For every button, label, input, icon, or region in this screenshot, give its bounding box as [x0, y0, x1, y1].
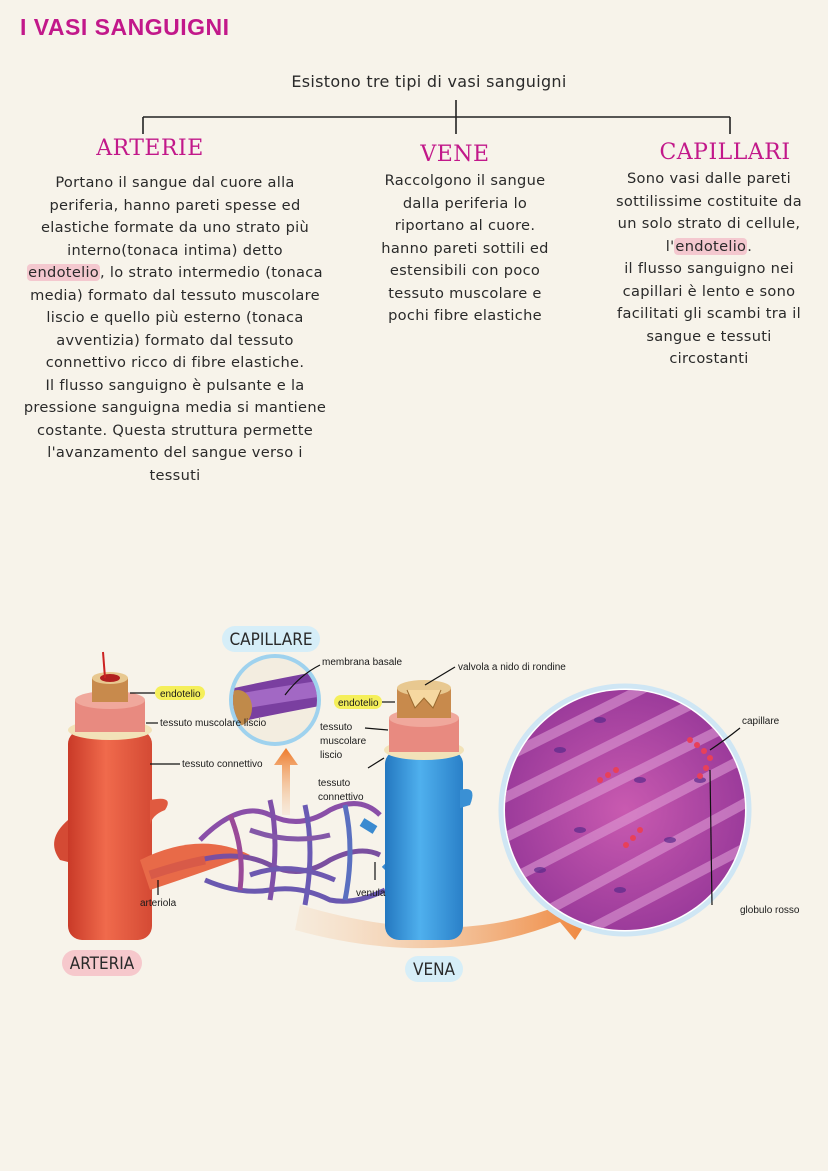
label-endotelio-vena: endotelio — [338, 698, 379, 709]
endotelio-arteria-highlight — [155, 686, 205, 700]
text-line: avventizia) formato dal tessuto — [56, 331, 294, 349]
text-line: endotelio, lo strato intermedio (tonaca — [6, 262, 344, 285]
text-line: estensibili con poco — [389, 262, 541, 279]
text-line: tessuti — [149, 466, 201, 484]
endotelio-vena-highlight — [334, 695, 382, 709]
vene-title: VENE — [420, 142, 490, 167]
label-connettivo-arteria: tessuto connettivo — [182, 759, 263, 770]
text-line: sangue e tessuti — [646, 327, 772, 345]
capillary-inset — [229, 654, 321, 746]
flow-arrow — [295, 885, 610, 949]
label-muscolare-vena-1: tessuto — [320, 722, 353, 733]
text-fragment: . — [747, 237, 753, 255]
capillari-text: Sono vasi dalle pareti sottilissime cost… — [596, 168, 822, 371]
label-endotelio-arteria: endotelio — [160, 689, 201, 700]
label-muscolare-arteria: tessuto muscolare liscio — [160, 718, 267, 729]
text-line: Il flusso sanguigno è pulsante e la — [45, 376, 305, 394]
label-muscolare-vena-2: muscolare — [320, 736, 367, 747]
text-line: media) formato dal tessuto muscolare — [30, 286, 320, 304]
vene-text: Raccolgono il sangue dalla periferia lo … — [355, 170, 575, 328]
text-line: riportano al cuore. — [394, 217, 536, 234]
text-line: hanno pareti sottili ed — [381, 239, 549, 257]
capillare-badge — [222, 626, 320, 652]
text-line: facilitati gli scambi tra il — [617, 305, 801, 322]
intro-text: Esistono tre tipi di vasi sanguigni — [291, 72, 567, 91]
text-line: capillari è lento e sono — [622, 282, 796, 300]
text-fragment: , lo strato intermedio (tonaca — [100, 264, 323, 281]
text-line: elastiche formate da uno strato più — [40, 219, 310, 236]
text-line: l'avanzamento del sangue verso i — [47, 444, 303, 461]
tree-connector — [142, 100, 731, 134]
text-line: Sono vasi dalle pareti — [626, 170, 792, 187]
arteria-badge — [62, 950, 142, 976]
capillary-network — [148, 799, 406, 906]
text-line: sottilissime costituite da — [616, 192, 802, 210]
arteria-label: ARTERIA — [70, 954, 135, 974]
endotelio-highlight: endotelio — [674, 237, 748, 255]
label-globulo-rosso: globulo rosso — [740, 905, 800, 916]
vena-label: VENA — [413, 960, 456, 980]
text-line: un solo strato di cellule, — [617, 215, 801, 232]
capillare-title-label: CAPILLARE — [229, 630, 312, 650]
arterie-text: Portano il sangue dal cuore alla perifer… — [6, 172, 344, 487]
text-line: dalla periferia lo — [402, 194, 528, 212]
text-line: interno(tonaca intima) detto — [67, 241, 283, 259]
capillari-title: CAPILLARI — [659, 140, 791, 165]
label-connettivo-vena-1: tessuto — [318, 778, 351, 789]
endotelio-highlight: endotelio — [27, 264, 101, 281]
text-line: Portano il sangue dal cuore alla — [55, 174, 295, 191]
text-line: il flusso sanguigno nei — [624, 260, 794, 277]
text-line: circostanti — [669, 350, 749, 367]
microscope-view — [498, 683, 752, 937]
text-line: costante. Questa struttura permette — [36, 421, 314, 439]
text-fragment: l' — [665, 237, 675, 255]
blood-vessel-diagram: CAPILLARE — [54, 626, 800, 982]
text-line: tessuto muscolare e — [388, 284, 542, 302]
text-line: pressione sanguigna media si mantiene — [23, 399, 327, 416]
text-line: periferia, hanno pareti spesse ed — [49, 196, 301, 214]
page-title: I VASI SANGUIGNI — [20, 14, 230, 40]
label-connettivo-vena-2: connettivo — [318, 792, 364, 803]
label-capillare-micro: capillare — [742, 716, 780, 727]
label-venula: venula — [356, 888, 386, 899]
artery-illustration — [54, 651, 250, 940]
text-line: Raccolgono il sangue — [384, 172, 546, 189]
label-membrana-basale: membrana basale — [322, 657, 402, 668]
label-muscolare-vena-3: liscio — [320, 750, 343, 761]
text-line: liscio e quello più esterno (tonaca — [46, 309, 304, 326]
vein-illustration — [384, 680, 473, 940]
text-line: pochi fibre elastiche — [388, 307, 542, 324]
upward-arrow — [274, 748, 298, 815]
text-line: l'endotelio. — [596, 236, 822, 259]
label-arteriola: arteriola — [140, 898, 177, 909]
label-leaders — [130, 664, 741, 906]
label-valvola: valvola a nido di rondine — [458, 662, 566, 673]
arterie-title: ARTERIE — [96, 136, 204, 161]
vena-badge — [405, 956, 463, 982]
text-line: connettivo ricco di fibre elastiche. — [45, 354, 305, 371]
